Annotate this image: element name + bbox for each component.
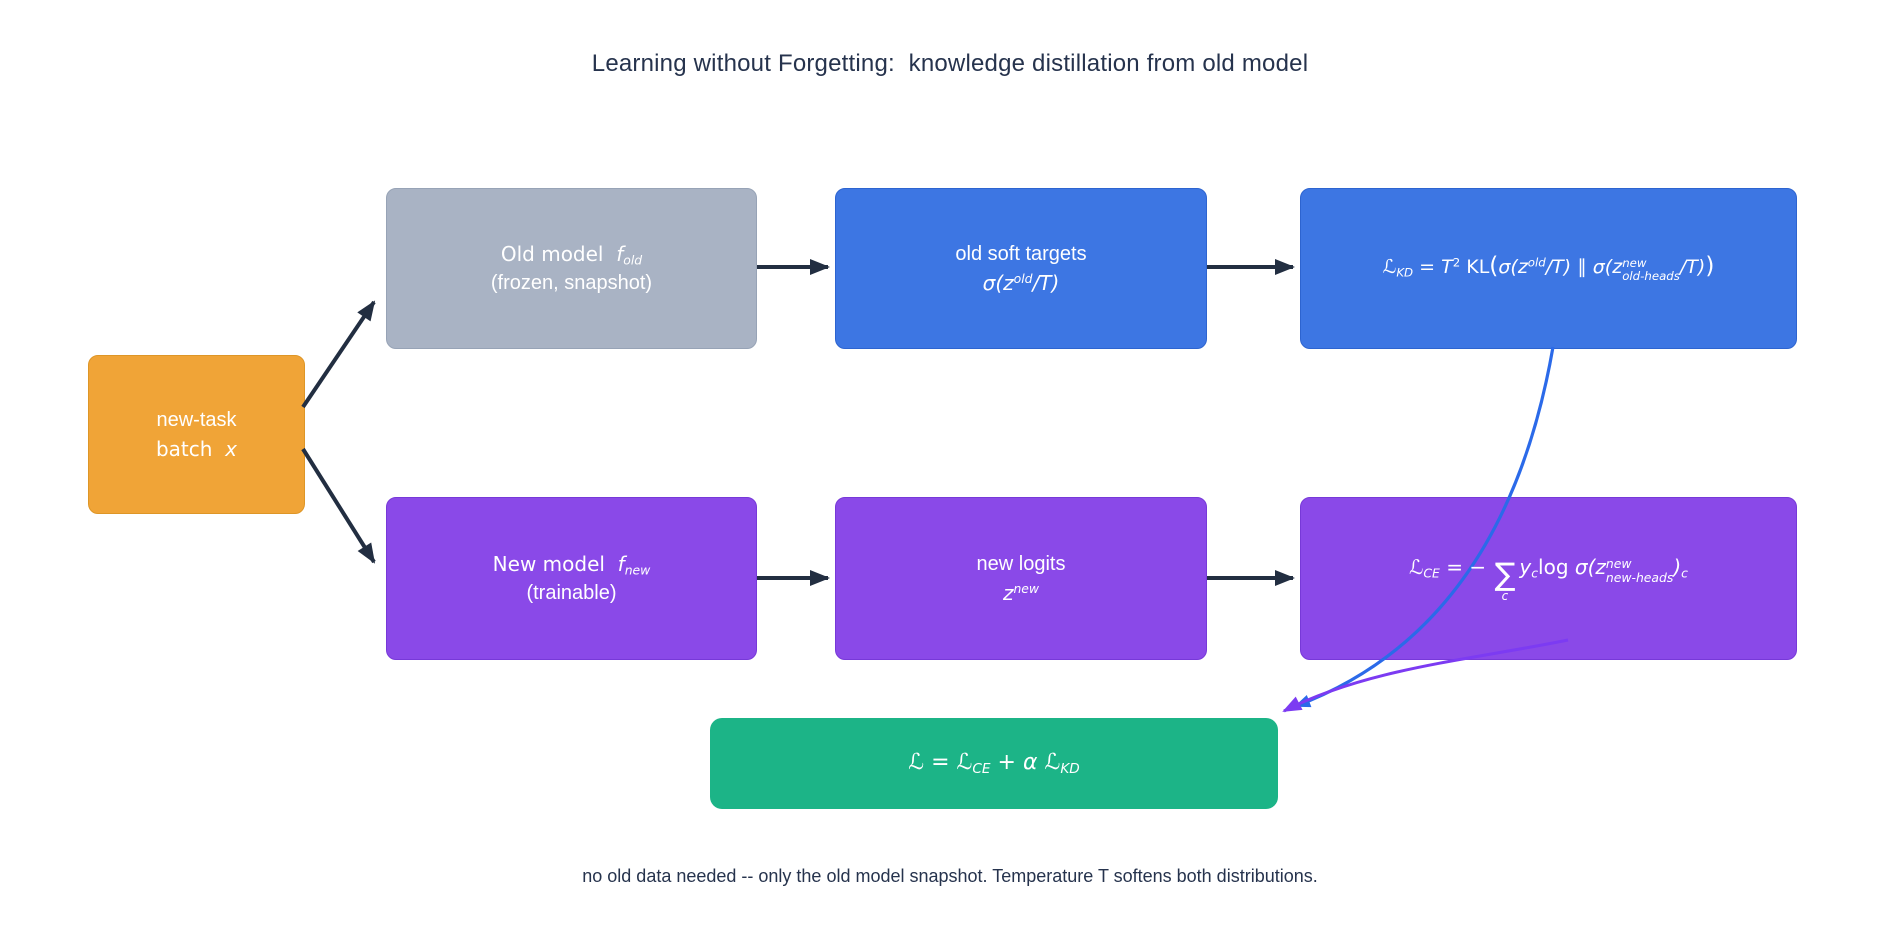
node-old-model: Old model fold (frozen, snapshot) xyxy=(386,188,757,349)
footer-note: no old data needed -- only the old model… xyxy=(582,866,1318,886)
node-old-soft-targets-line2: σ(zold/T) xyxy=(982,270,1060,295)
arrow-input-to-old-model xyxy=(301,300,376,409)
node-new-logits-line1: new logits xyxy=(976,553,1066,576)
node-new-task-line2: batch x xyxy=(155,436,238,461)
node-new-model-line2: (trainable) xyxy=(526,581,617,604)
node-new-model-line1: New model fnew xyxy=(492,551,651,578)
node-old-soft-targets: old soft targets σ(zold/T) xyxy=(835,188,1207,349)
node-total-loss: ℒ = ℒCE + α ℒKD xyxy=(710,718,1278,809)
node-new-task-batch: new-task batch x xyxy=(88,355,305,514)
node-new-logits: new logits znew xyxy=(835,497,1207,660)
node-new-model: New model fnew (trainable) xyxy=(386,497,757,660)
node-new-logits-line2: znew xyxy=(1002,580,1040,605)
node-old-model-line1: Old model fold xyxy=(500,241,643,268)
node-old-model-line2: (frozen, snapshot) xyxy=(490,271,653,294)
node-new-task-line1: new-task xyxy=(156,409,237,432)
node-old-soft-targets-line1: old soft targets xyxy=(955,243,1087,266)
diagram-title: Learning without Forgetting: knowledge d… xyxy=(591,50,1309,77)
total-loss-formula: ℒ = ℒCE + α ℒKD xyxy=(908,749,1080,778)
arrow-input-to-new-model xyxy=(301,447,376,564)
